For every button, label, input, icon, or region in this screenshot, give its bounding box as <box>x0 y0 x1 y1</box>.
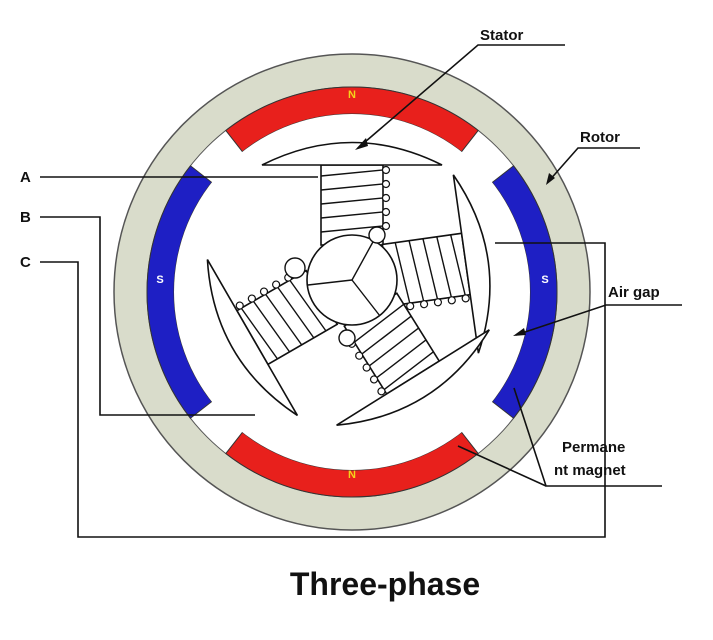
stator-label: Stator <box>480 27 524 44</box>
stator <box>206 141 491 427</box>
rotor-label: Rotor <box>580 129 620 146</box>
permanent-magnet-label-2: nt magnet <box>554 462 626 479</box>
pole-shoe <box>261 141 443 166</box>
magnet-left-pole: S <box>156 274 163 286</box>
rotor-pointer <box>547 147 640 183</box>
air-gap-pointer <box>515 304 682 336</box>
magnet-pointer-2 <box>457 445 547 487</box>
permanent-magnet-label-1: Permane <box>562 439 625 456</box>
phase-c-label: C <box>20 254 31 271</box>
pole-shoe <box>206 259 299 417</box>
stator-pointer <box>357 44 565 149</box>
magnet-right-pole: S <box>541 274 548 286</box>
rotor-hub <box>284 226 398 347</box>
magnet-top-pole: N <box>348 89 356 101</box>
phase-b-label: B <box>20 209 31 226</box>
diagram-title: Three-phase <box>290 566 480 602</box>
air-gap-label: Air gap <box>608 284 660 301</box>
phase-a-label: A <box>20 169 31 186</box>
magnet-bottom-pole: N <box>348 469 356 481</box>
pole-shoe <box>336 329 490 427</box>
phase-c-lead <box>40 242 606 538</box>
stator-pole-top <box>261 141 443 246</box>
phase-b-lead <box>40 216 255 416</box>
